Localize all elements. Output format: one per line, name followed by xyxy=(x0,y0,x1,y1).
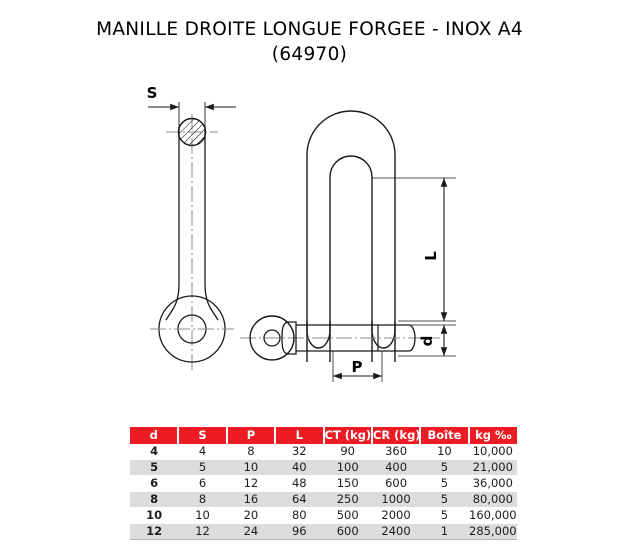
dimension-label-s: S xyxy=(147,84,158,102)
table-cell: 100 xyxy=(323,459,372,476)
dimension-label-l: L xyxy=(422,251,440,261)
shackle-left-leg-end xyxy=(306,321,331,349)
table-cell: 12 xyxy=(226,475,276,492)
table-cell: 8 xyxy=(130,491,179,508)
column-header-ct: CT (kg) xyxy=(323,427,373,444)
table-cell: 160,000 xyxy=(468,507,517,524)
table-cell: 5 xyxy=(420,475,469,492)
table-cell: 64 xyxy=(275,491,324,508)
table-cell: 16 xyxy=(226,491,276,508)
table-cell: 400 xyxy=(371,459,421,476)
column-header-d: d xyxy=(130,427,180,444)
table-cell: 21,000 xyxy=(468,459,517,476)
column-header-s: S xyxy=(178,427,228,444)
table-cell: 80 xyxy=(275,507,324,524)
table-cell: 32 xyxy=(275,444,324,460)
table-cell: 5 xyxy=(130,459,179,476)
table-cell: 90 xyxy=(323,444,372,460)
table-cell: 2000 xyxy=(371,507,421,524)
page-title: MANILLE DROITE LONGUE FORGEE - INOX A4 (… xyxy=(0,18,619,67)
spec-table-head: d S P L CT (kg) CR (kg) Boîte kg ‰ xyxy=(130,427,517,444)
table-cell: 80,000 xyxy=(468,491,517,508)
column-header-p: P xyxy=(226,427,277,444)
table-header-row: d S P L CT (kg) CR (kg) Boîte kg ‰ xyxy=(130,427,517,444)
section-circle-outline xyxy=(177,117,207,147)
shackle-inner-profile xyxy=(329,155,373,362)
table-cell: 600 xyxy=(323,523,372,540)
table-cell: 8 xyxy=(226,444,276,460)
table-cell: 36,000 xyxy=(468,475,517,492)
dimension-label-p: P xyxy=(352,358,363,376)
table-cell: 10,000 xyxy=(468,444,517,460)
table-cell: 1 xyxy=(420,523,469,540)
table-cell: 4 xyxy=(178,444,227,460)
table-cell: 96 xyxy=(275,523,324,540)
pin-neck xyxy=(287,321,297,355)
right-view-side: L d P xyxy=(240,110,456,382)
pin-right-rounded-end xyxy=(408,324,416,352)
table-cell: 10 xyxy=(226,459,276,476)
column-header-l: L xyxy=(275,427,325,444)
table-cell: 2400 xyxy=(371,523,421,540)
table-cell: 8 xyxy=(178,491,227,508)
table-cell: 5 xyxy=(420,459,469,476)
table-cell: 40 xyxy=(275,459,324,476)
table-cell: 48 xyxy=(275,475,324,492)
pin-head-bore xyxy=(263,329,281,347)
table-cell: 12 xyxy=(130,523,179,540)
table-cell: 360 xyxy=(371,444,421,460)
pin-neck-taper xyxy=(281,321,288,355)
left-view-front: S xyxy=(147,84,236,372)
table-cell: 5 xyxy=(420,507,469,524)
table-cell: 150 xyxy=(323,475,372,492)
table-cell: 1000 xyxy=(371,491,421,508)
table-cell: 6 xyxy=(130,475,179,492)
technical-drawing: S xyxy=(0,72,619,402)
table-cell: 10 xyxy=(178,507,227,524)
page-title-line-1: MANILLE DROITE LONGUE FORGEE - INOX A4 xyxy=(96,19,523,40)
left-view-eye-outer xyxy=(158,295,226,363)
column-header-poids: kg ‰ xyxy=(468,427,517,444)
column-header-boite: Boîte xyxy=(420,427,470,444)
shackle-outer-profile xyxy=(306,110,396,362)
section-circle-fill xyxy=(178,118,206,146)
left-view-body-outline xyxy=(165,127,219,321)
column-header-cr: CR (kg) xyxy=(371,427,422,444)
table-cell: 12 xyxy=(178,523,227,540)
table-cell: 10 xyxy=(130,507,179,524)
table-cell: 250 xyxy=(323,491,372,508)
table-cell: 6 xyxy=(178,475,227,492)
table-cell: 4 xyxy=(130,444,179,460)
table-cell: 500 xyxy=(323,507,372,524)
table-cell: 10 xyxy=(420,444,469,460)
dimension-label-d: d xyxy=(418,336,436,347)
table-cell: 5 xyxy=(420,491,469,508)
page-title-line-2: (64970) xyxy=(271,43,348,65)
shackle-drawing-svg: S xyxy=(147,84,456,382)
table-cell: 600 xyxy=(371,475,421,492)
shackle-right-leg-end xyxy=(371,321,396,349)
table-cell: 285,000 xyxy=(468,523,517,540)
table-cell: 20 xyxy=(226,507,276,524)
pin-head-outer xyxy=(249,315,295,361)
table-cell: 5 xyxy=(178,459,227,476)
table-cell: 24 xyxy=(226,523,276,540)
